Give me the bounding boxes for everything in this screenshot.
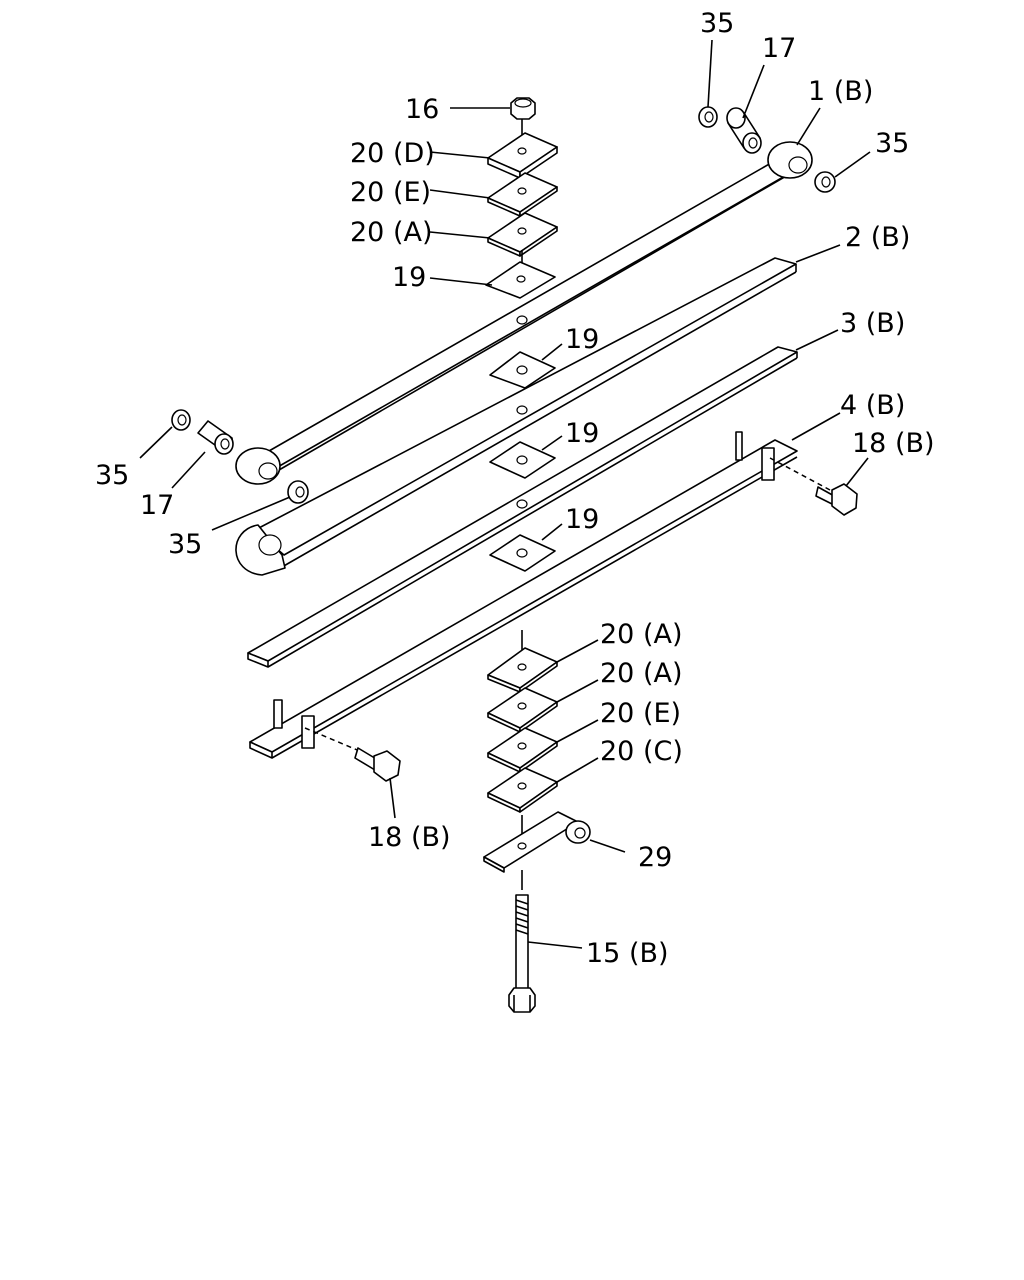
bottom-pad-stack (483, 630, 591, 1013)
callout-35-left-lower: 35 (168, 529, 202, 560)
leaf-2 (235, 257, 797, 576)
callout-19-top: 19 (392, 262, 426, 293)
callout-3b: 3 (B) (840, 308, 905, 339)
callout-1b: 1 (B) (808, 76, 873, 107)
leaf-4 (249, 431, 798, 759)
callout-35-top-right: 35 (700, 8, 734, 39)
callout-17-left: 17 (140, 490, 174, 521)
leaf-1-main (235, 141, 813, 485)
leaf-3 (247, 346, 798, 668)
callout-20e-top: 20 (E) (350, 177, 431, 208)
callout-35-left: 35 (95, 460, 129, 491)
callout-18b-left: 18 (B) (368, 822, 451, 853)
callout-20e-bottom: 20 (E) (600, 698, 681, 729)
callout-20d: 20 (D) (350, 138, 435, 169)
callout-4b: 4 (B) (840, 390, 905, 421)
callout-18b-right: 18 (B) (852, 428, 935, 459)
top-pad-stack (485, 97, 558, 299)
callout-29: 29 (638, 842, 672, 873)
callout-15b: 15 (B) (586, 938, 669, 969)
callout-labels: 16 20 (D) 20 (E) 20 (A) 19 35 17 1 (B) 3… (95, 8, 935, 969)
clip-bolts-18b (304, 457, 858, 782)
callout-16: 16 (405, 94, 439, 125)
callout-20a-top: 20 (A) (350, 217, 432, 248)
callout-17-top-right: 17 (762, 33, 796, 64)
bushings-washers (171, 106, 836, 504)
callout-20a-bottom-1: 20 (A) (600, 619, 682, 650)
leader-lines (139, 39, 871, 949)
callout-19-b: 19 (565, 418, 599, 449)
callout-35-right: 35 (875, 128, 909, 159)
callout-20a-bottom-2: 20 (A) (600, 658, 682, 689)
callout-2b: 2 (B) (845, 222, 910, 253)
pad-19-middle-stack (489, 351, 556, 572)
callout-19-a: 19 (565, 324, 599, 355)
callout-19-c: 19 (565, 504, 599, 535)
callout-20c: 20 (C) (600, 736, 683, 767)
